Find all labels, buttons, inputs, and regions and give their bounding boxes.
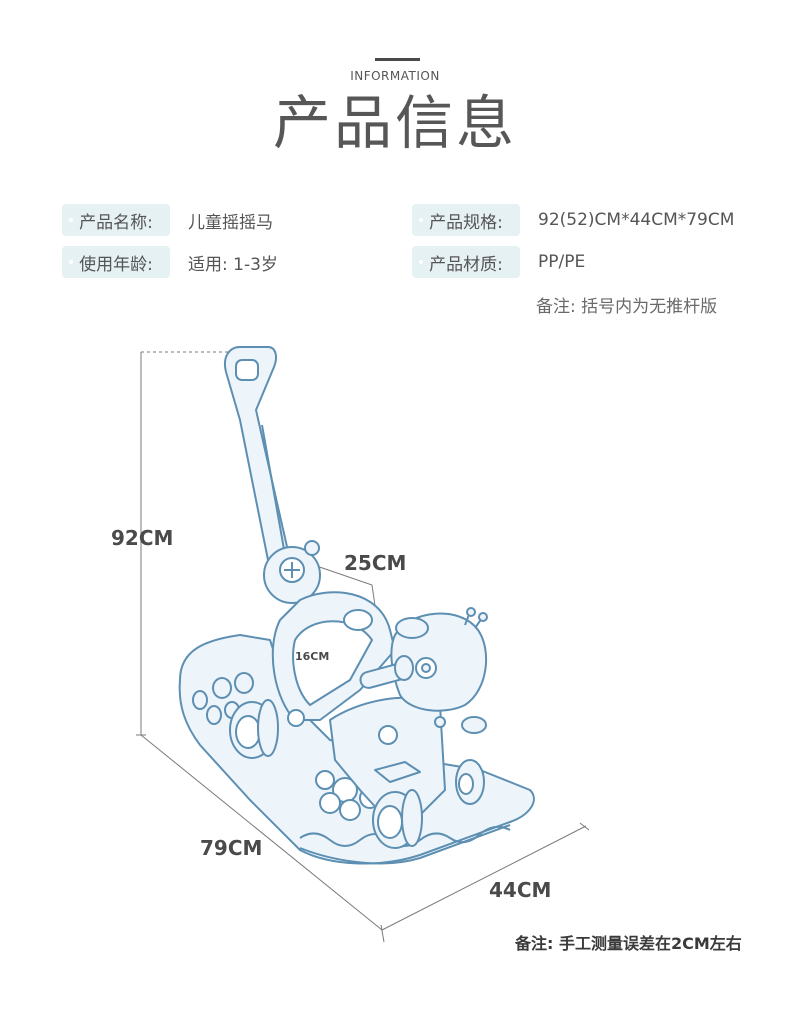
bullet-dot-icon xyxy=(419,218,423,222)
spec-row-name: 产品名称: 儿童摇摇马 xyxy=(62,204,273,236)
spec-value: PP/PE xyxy=(538,252,586,272)
page-title: 产品信息 xyxy=(272,89,517,157)
spec-value: 92(52)CM*44CM*79CM xyxy=(538,210,735,230)
bullet-dot-icon xyxy=(69,260,73,264)
spec-value: 适用: 1-3岁 xyxy=(188,254,278,275)
header-subtitle: INFORMATION xyxy=(350,69,440,83)
spec-note: 备注: 括号内为无推杆版 xyxy=(536,297,718,317)
dimension-height: 92CM xyxy=(111,526,174,550)
dimension-length: 79CM xyxy=(200,836,263,860)
spec-row-size: 产品规格: 92(52)CM*44CM*79CM xyxy=(412,204,734,236)
measurement-note: 备注: 手工测量误差在2CM左右 xyxy=(515,934,742,953)
header-divider xyxy=(375,58,420,61)
spec-label: 使用年龄: xyxy=(62,246,170,278)
dimension-seat: 16CM xyxy=(295,650,330,663)
dimension-handle: 25CM xyxy=(344,551,407,575)
bullet-dot-icon xyxy=(419,260,423,264)
spec-row-material: 产品材质: PP/PE xyxy=(412,246,585,278)
dimension-width: 44CM xyxy=(489,878,552,902)
bullet-dot-icon xyxy=(69,218,73,222)
spec-label: 产品规格: xyxy=(412,204,520,236)
spec-value: 儿童摇摇马 xyxy=(188,212,273,233)
spec-row-age: 使用年龄: 适用: 1-3岁 xyxy=(62,246,278,278)
spec-label: 产品名称: xyxy=(62,204,170,236)
spec-label: 产品材质: xyxy=(412,246,520,278)
rocking-horse-illustration xyxy=(178,346,535,865)
